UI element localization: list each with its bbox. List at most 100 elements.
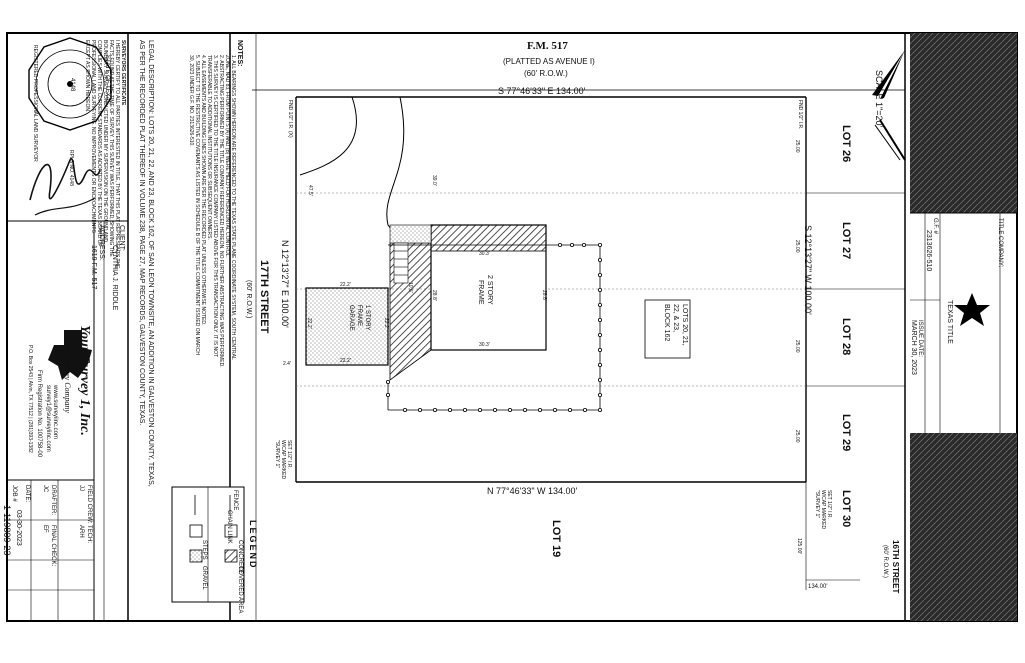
seal-state: STATE OF TEXAS: [104, 55, 110, 105]
dim-25-c: 25.00: [794, 340, 800, 353]
address-label: ADDRESS:: [98, 225, 105, 261]
lot-29: LOT 29: [840, 414, 852, 452]
lots-box-l1: LOTS 20, 21,: [681, 304, 688, 346]
surveyor-signature: [29, 158, 101, 201]
lot-19: LOT 19: [550, 520, 562, 558]
street-east-row: (60' R.O.W.): [882, 545, 888, 578]
dim-garage-h: 22.2': [306, 318, 312, 329]
dim-25-a: 25.00: [794, 140, 800, 153]
dim-125: 125.00': [796, 538, 802, 555]
note-5: 5. SUBJECT TO THE RESTRICTIVE COVENANTS …: [194, 55, 200, 355]
notes-title: NOTES:: [236, 40, 243, 67]
monument-ne: FND 1/2" I.R.: [797, 100, 803, 130]
gf-number: 2313626-510: [925, 230, 932, 272]
note-1: 1. ALL BEARINGS SHOWN HEREON ARE REFEREN…: [230, 55, 236, 360]
tech-label: TECH:: [86, 525, 92, 543]
company-sub: Land Survey Company: [63, 340, 72, 413]
legend-title: LEGEND: [248, 520, 258, 570]
sheet-border: [6, 32, 1018, 622]
surveyor-seal: [28, 37, 112, 131]
client-name: CYNTHIA J. RIDDLE: [111, 245, 118, 311]
garage-outline: [305, 287, 389, 366]
lot-26: LOT 26: [840, 125, 852, 163]
job-label: JOB #: [11, 485, 17, 502]
fence-lines: [385, 242, 603, 412]
lots-box-l2: 22, & 23,: [672, 304, 679, 333]
dim-garage-w2: 22.2': [340, 358, 351, 364]
lots-box: [644, 299, 691, 359]
dim-setback-w: 47.5': [307, 185, 313, 196]
legend-fence: FENCE: [232, 490, 238, 511]
north-arrow: [872, 50, 906, 161]
lot-27: LOT 27: [840, 222, 852, 260]
dim-25-b: 25.00: [794, 240, 800, 253]
house-label-2: FRAME: [477, 280, 484, 305]
street-east-name: 16TH STREET: [891, 540, 900, 594]
client-label: CLIENT:: [118, 225, 125, 252]
south-bearing: N 77°46'33" W 134.00': [487, 486, 578, 496]
monument-sw: SET 1/2" I.R. W/CAP MARKED "SURVEY 1": [274, 440, 292, 480]
street-west-name: 17TH STREET: [258, 260, 270, 334]
dim-house-h2: 28.8': [431, 290, 437, 301]
cert-signer: RPLS NO. 4148: [68, 150, 74, 186]
company-email: survey1@surveyiinc.com: [45, 385, 51, 452]
legend-gravel: GRAVEL: [201, 566, 207, 590]
field-crew-label: FIELD CREW:: [86, 485, 92, 524]
title-company-label: TITLE COMPANY:: [997, 218, 1003, 268]
address-value: 1619 F.M. 517: [90, 245, 97, 290]
gf-label: G.F. #: [932, 218, 938, 235]
monument-nw: FND 1/2" I.R. (X): [287, 100, 293, 138]
company-name: Your Survey 1, Inc.: [77, 325, 92, 436]
drafter: JC: [42, 485, 48, 493]
legal-line-1: LEGAL DESCRIPTION: LOTS 20, 21, 22, AND …: [147, 40, 154, 487]
garage-label-2: FRAME: [356, 305, 362, 326]
note-2: 2. ABSTRACTING PERFORMED BY THE TITLE CO…: [218, 55, 224, 368]
lot-boundary: [295, 96, 807, 483]
dim-setback-n: 39.0': [431, 175, 437, 186]
legal-line-2: AS PER THE RECORDED PLAT THEREOF IN VOLU…: [138, 40, 145, 426]
lots-box-l3: BLOCK 162: [663, 304, 670, 342]
drafter-label: DRAFTER:: [50, 485, 56, 515]
tech: ARH: [78, 525, 84, 538]
monument-se: SET 1/2" I.R. W/CAP MARKED "SURVEY 1": [814, 490, 832, 530]
east-bearing: S 12°13'27" W 100.00': [803, 225, 813, 315]
dim-house-w2: 30.3': [479, 342, 490, 348]
dim-house-h: 28.8': [541, 290, 547, 301]
street-west-row: (60' R.O.W.): [245, 280, 252, 319]
west-bearing: N 12°13'27" E 100.00': [280, 240, 290, 328]
lot-30: LOT 30: [840, 490, 852, 528]
road-top-sub: (PLATTED AS AVENUE I): [503, 57, 595, 66]
dim-25-d: 25.00: [794, 430, 800, 443]
aerial-photo-bottom: [910, 433, 1017, 621]
company-logo: [48, 330, 92, 380]
legend-covered: COVERED AREA: [237, 566, 243, 614]
final-check: EF: [42, 525, 48, 533]
house-label-1: 2 STORY: [486, 275, 493, 305]
legend-steps: STEPS: [201, 540, 207, 560]
dim-134: 134.00': [808, 584, 828, 590]
job-number: 1-119809-23: [2, 505, 12, 556]
cert-6: EXCEPT AS SHOWN HEREON.: [84, 40, 90, 113]
dim-10: 10.6': [407, 282, 413, 293]
note-3: 3. THIS SURVEY IS CERTIFIED TO THE TITLE…: [212, 55, 218, 358]
note-1b: ZONE, NAD 83, FROM POINTS (A) AND (B) WE…: [224, 55, 230, 258]
company-firm: Firm Registration No. 100758-00: [36, 370, 42, 458]
cert-title: SURVEYORS CERTIFICATE: [120, 40, 126, 106]
issue-date: MARCH 30, 2023: [910, 320, 917, 375]
road-top-row: (60' R.O.W.): [524, 69, 568, 78]
date: 03-30-2023: [15, 510, 22, 546]
cert-5: PROFESSIONAL LAND SURVEYING. NO IMPROVEM…: [90, 40, 96, 233]
date-label: DATE:: [24, 485, 30, 503]
garage-label-3: GARAGE: [348, 305, 354, 331]
field-crew: JJ: [78, 485, 84, 491]
cert-4: COMPLIES WITH THE CURRENT STANDARDS AS A…: [96, 40, 102, 247]
title-company: TEXAS TITLE: [946, 300, 953, 344]
seal-reg: REGISTERED PROFESSIONAL LAND SURVEYOR: [32, 45, 38, 162]
road-top-name: F.M. 517: [527, 40, 568, 52]
lot-28: LOT 28: [840, 318, 852, 356]
note-3b: TRANSFERABLE TO ADDITIONAL INSTITUTIONS …: [206, 55, 212, 240]
scale-label: SCALE 1"=20': [874, 70, 884, 128]
legend-chainlink: CHAIN LINK: [226, 510, 232, 544]
texas-title-logo: [954, 293, 990, 326]
